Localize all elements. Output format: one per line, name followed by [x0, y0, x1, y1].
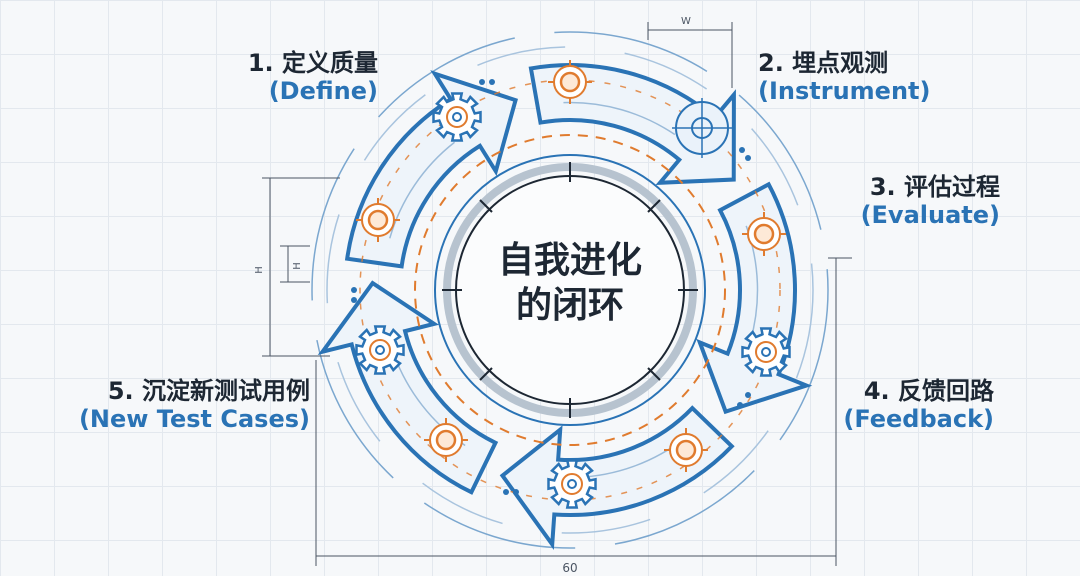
- center-title-line2: 的闭环: [515, 285, 624, 326]
- cycle-arrow-accent-1: [563, 101, 676, 136]
- step-2-subtitle: (Instrument): [758, 76, 931, 105]
- step-1-label: 1. 定义质量 (Define): [247, 49, 378, 105]
- target-icon: [664, 428, 708, 472]
- gear-icon: [741, 327, 791, 377]
- gear-icon: [355, 325, 405, 375]
- dot-clusters: [351, 79, 751, 495]
- target-icon: [356, 198, 400, 242]
- step-3-subtitle: (Evaluate): [860, 200, 1000, 229]
- span-dimension-label: 60: [562, 561, 577, 575]
- height-dimension-label: H: [254, 266, 265, 274]
- step-1-title: 1. 定义质量: [247, 49, 378, 77]
- step-2-label: 2. 埋点观测 (Instrument): [758, 49, 931, 105]
- step-1-subtitle: (Define): [268, 76, 378, 105]
- step-3-title: 3. 评估过程: [869, 173, 1000, 201]
- center-title-line1: 自我进化: [497, 240, 642, 281]
- cycle-arrow-3: [499, 405, 735, 551]
- gear-icon: [547, 459, 597, 509]
- cycle-arrow-1: [528, 63, 736, 185]
- center-ring: [434, 154, 706, 426]
- step-2-title: 2. 埋点观测: [758, 49, 889, 77]
- inner-orange-loop: [359, 79, 781, 501]
- dimension-lines: [262, 22, 852, 566]
- step-5-subtitle: (New Test Cases): [78, 404, 310, 433]
- target-icon: [548, 60, 592, 104]
- step-5-title: 5. 沉淀新测试用例: [107, 377, 310, 405]
- width-dimension-label: W: [681, 16, 691, 27]
- step-5-label: 5. 沉淀新测试用例 (New Test Cases): [78, 377, 310, 433]
- inner-height-dimension-label: H: [292, 262, 303, 270]
- step-4-subtitle: (Feedback): [843, 404, 994, 433]
- cycle-arrow-2: [696, 181, 813, 415]
- outer-guide-arcs: [311, 31, 829, 549]
- target-icon: [742, 212, 786, 256]
- gear-icon: [432, 92, 482, 142]
- crosshair-icon: [672, 98, 732, 158]
- step-4-label: 4. 反馈回路 (Feedback): [843, 377, 994, 433]
- step-4-title: 4. 反馈回路: [863, 377, 994, 405]
- step-3-label: 3. 评估过程 (Evaluate): [860, 173, 1000, 229]
- target-icon: [424, 418, 468, 462]
- center-title: 自我进化 的闭环: [470, 238, 670, 328]
